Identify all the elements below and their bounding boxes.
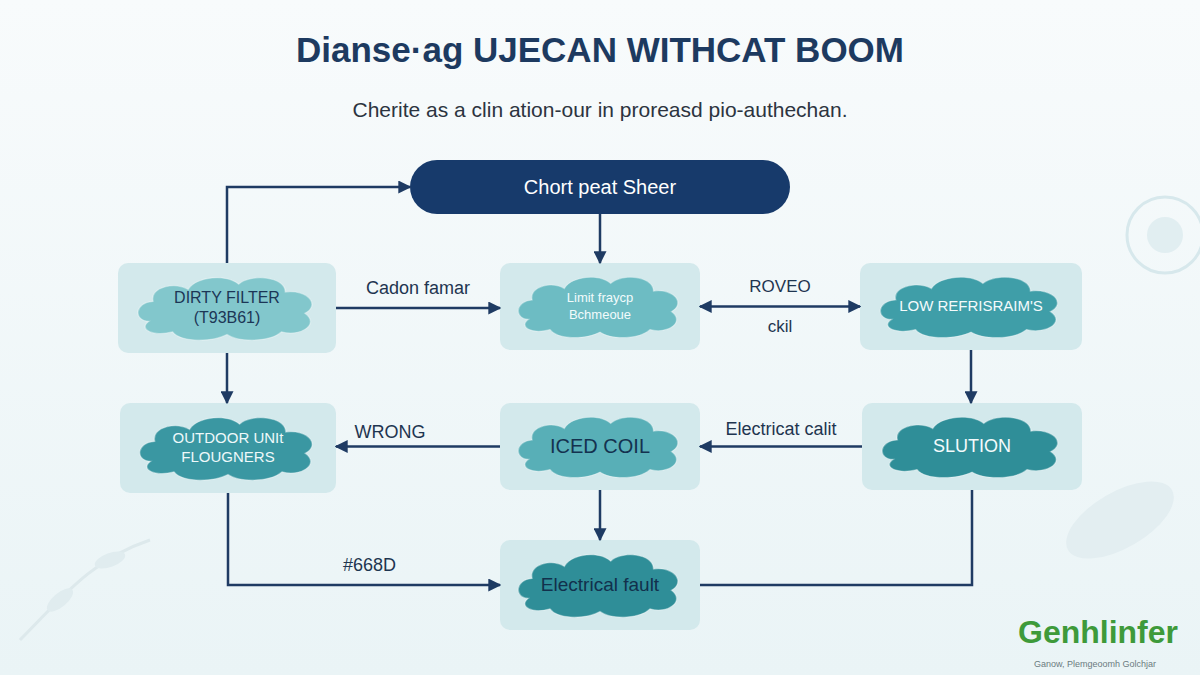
edge-label: Cadon famar	[366, 278, 470, 299]
cloud-outline	[880, 277, 1057, 337]
node-body: ICED COIL	[500, 403, 700, 490]
decor-leaf	[43, 584, 77, 615]
cloud-outline	[518, 555, 678, 617]
node-label: Electrical fault	[541, 573, 659, 597]
cloud-outline	[138, 278, 312, 340]
edge-label: #668D	[343, 555, 396, 576]
flow-arrow	[227, 187, 410, 263]
flow-arrow	[700, 445, 862, 448]
flow-arrow	[336, 445, 500, 448]
node-body: Chort peat Sheer	[410, 160, 790, 214]
node-body: SLUTION	[862, 403, 1082, 490]
flow-arrow	[599, 214, 602, 263]
flow-arrow	[336, 307, 500, 310]
cloud-outline	[882, 417, 1058, 477]
decor-vine	[20, 540, 150, 640]
flow-arrow	[228, 493, 500, 585]
flow-arrow	[226, 353, 229, 403]
cloud-outline	[140, 418, 312, 480]
edge-label: WRONG	[355, 421, 426, 442]
node-body: Limit fraycp Bchmeoue	[500, 263, 700, 350]
start-pill: Chort peat Sheer	[410, 160, 790, 214]
node-label: Chort peat Sheer	[524, 175, 676, 200]
cloud-box: Limit fraycp Bchmeoue	[500, 263, 700, 350]
decor-circle	[1127, 197, 1200, 273]
node-label: SLUTION	[933, 435, 1011, 458]
cloud-outline	[518, 417, 678, 477]
cloud-box: Electrical fault	[500, 540, 700, 630]
node-body: LOW REFRISRAIM'S	[860, 263, 1082, 350]
cloud-outline	[518, 277, 678, 337]
node-body: Electrical fault	[500, 540, 700, 630]
flow-arrow	[700, 490, 972, 585]
watermark-logo: Genhlinfer	[1018, 614, 1178, 651]
watermark-text: Ganow, Plemgeoomh Golchjar	[1034, 659, 1156, 669]
cloud-box: ICED COIL	[500, 403, 700, 490]
edge-label: Electricat calit	[725, 418, 836, 439]
cloud-shape	[118, 263, 336, 353]
node-body: DIRTY FILTER (T93B61)	[118, 263, 336, 353]
cloud-box: SLUTION	[862, 403, 1082, 490]
flow-arrow	[599, 490, 602, 540]
node-label: ICED COIL	[550, 434, 650, 459]
cloud-box: DIRTY FILTER (T93B61)	[118, 263, 336, 353]
decor-circle	[1147, 217, 1183, 253]
cloud-box: OUTDOOR UNIt FLOUGNERS	[120, 403, 336, 493]
flow-arrow	[970, 350, 973, 403]
diagram-subtitle: Cherite as a clin ation-our in proreasd …	[0, 98, 1200, 122]
node-body: OUTDOOR UNIt FLOUGNERS	[120, 403, 336, 493]
cloud-box: LOW REFRISRAIM'S	[860, 263, 1082, 350]
node-label: LOW REFRISRAIM'S	[899, 297, 1043, 316]
diagram-title: Dianse·ag UJECAN WITHCAT BOOM	[0, 30, 1200, 70]
node-label: DIRTY FILTER (T93B61)	[157, 288, 297, 328]
node-label: OUTDOOR UNIt FLOUGNERS	[153, 429, 303, 467]
edge-label: ROVEO ckil	[745, 267, 815, 347]
node-label: Limit fraycp Bchmeoue	[545, 290, 655, 323]
flow-arrow	[700, 305, 860, 308]
decor-leaf	[93, 548, 128, 572]
